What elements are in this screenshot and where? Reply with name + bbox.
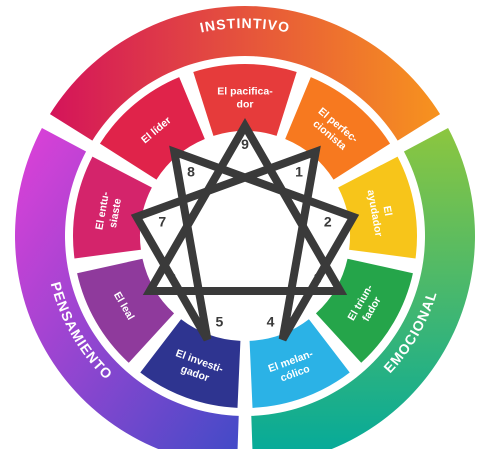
group-label-instintivo: INSTINTIVO [198,15,291,36]
enneagram-hexad [130,145,360,342]
type-7-label-line2: siaste [107,197,124,229]
type-segment-4 [249,319,350,408]
type-number-9: 9 [241,136,249,152]
type-number-2: 2 [324,213,332,229]
group-segment-pensamiento [15,128,239,454]
type-number-1: 1 [295,164,303,180]
type-segment-7 [73,156,152,259]
type-number-6: 6 [168,270,176,286]
type-9-label-line2: dor [237,99,254,111]
enneagram-symbol [130,117,360,342]
type-numbers: 9 1 2 3 4 5 6 7 8 [158,136,331,330]
group-segment-instintivo [49,6,441,141]
type-segment-2 [338,156,417,259]
type-number-5: 5 [216,314,224,330]
type-9-label-line1: El pacifica- [217,86,273,98]
group-segment-emocional [251,128,475,454]
type-number-3: 3 [314,270,322,286]
type-number-7: 7 [158,213,166,229]
type-number-4: 4 [267,314,275,330]
type-segment-9 [193,63,297,136]
type-segment-5 [140,319,241,408]
enneagram-triangle [142,117,348,295]
type-number-8: 8 [187,164,195,180]
type-2-label-line1: El [381,205,395,217]
